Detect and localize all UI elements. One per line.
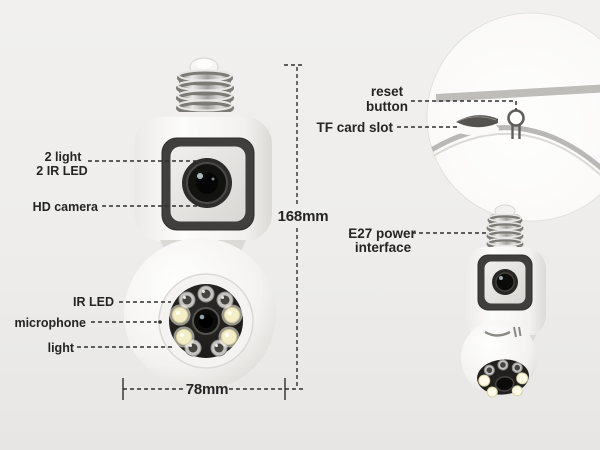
label-light: light [48, 341, 75, 355]
reset-pin-icon [507, 109, 525, 139]
main-camera [124, 57, 276, 390]
secondary-camera [461, 204, 546, 398]
leader-lines [77, 100, 517, 348]
white-light-led-cluster [169, 304, 243, 348]
dimension-height-line [284, 64, 305, 386]
hd-camera-lens-icon [492, 269, 518, 295]
dimension-width-value: 78mm [186, 381, 229, 398]
e27-screw-thread-icon [486, 213, 524, 250]
label-microphone: microphone [14, 316, 86, 330]
dual-lens-faceplate [477, 254, 533, 311]
label-reset-button: reset button [366, 84, 408, 114]
ir-led-cluster [483, 359, 523, 376]
label-dual-light-line1: 2 light [45, 150, 83, 164]
dual-lens-faceplate [161, 137, 255, 231]
label-e27-power: E27 power interface [348, 226, 416, 255]
label-reset-line2: button [366, 99, 408, 114]
annotation-labels: 2 light 2 IR LED HD camera IR LED microp… [14, 84, 416, 398]
dimension-height-value: 168mm [278, 208, 329, 225]
label-e27-line1: E27 power [348, 226, 416, 241]
ptz-lens-icon [494, 376, 515, 392]
e27-screw-thread-icon [176, 69, 234, 116]
ir-led-cluster [178, 285, 234, 357]
label-e27-line2: interface [355, 240, 412, 255]
microphone-slit [484, 330, 511, 337]
bezel-arc [427, 125, 600, 188]
detail-circle [426, 12, 600, 222]
hd-camera-lens-icon [182, 158, 232, 208]
label-dual-light: 2 light 2 IR LED [36, 150, 87, 178]
ptz-sphere [124, 238, 276, 390]
label-hd-camera: HD camera [33, 200, 99, 214]
label-dual-light-line2: 2 IR LED [36, 164, 87, 178]
ptz-lens-icon [192, 307, 220, 335]
top-rim-band [436, 83, 600, 102]
label-ir-led: IR LED [73, 295, 114, 309]
ptz-sphere [461, 320, 537, 398]
white-light-led-cluster [478, 372, 529, 398]
leader-line-reset [411, 100, 517, 110]
dimension-width-line [122, 378, 303, 400]
label-reset-line1: reset [371, 84, 404, 99]
tf-card-slot [455, 115, 499, 136]
label-tf-card-slot: TF card slot [316, 120, 393, 135]
